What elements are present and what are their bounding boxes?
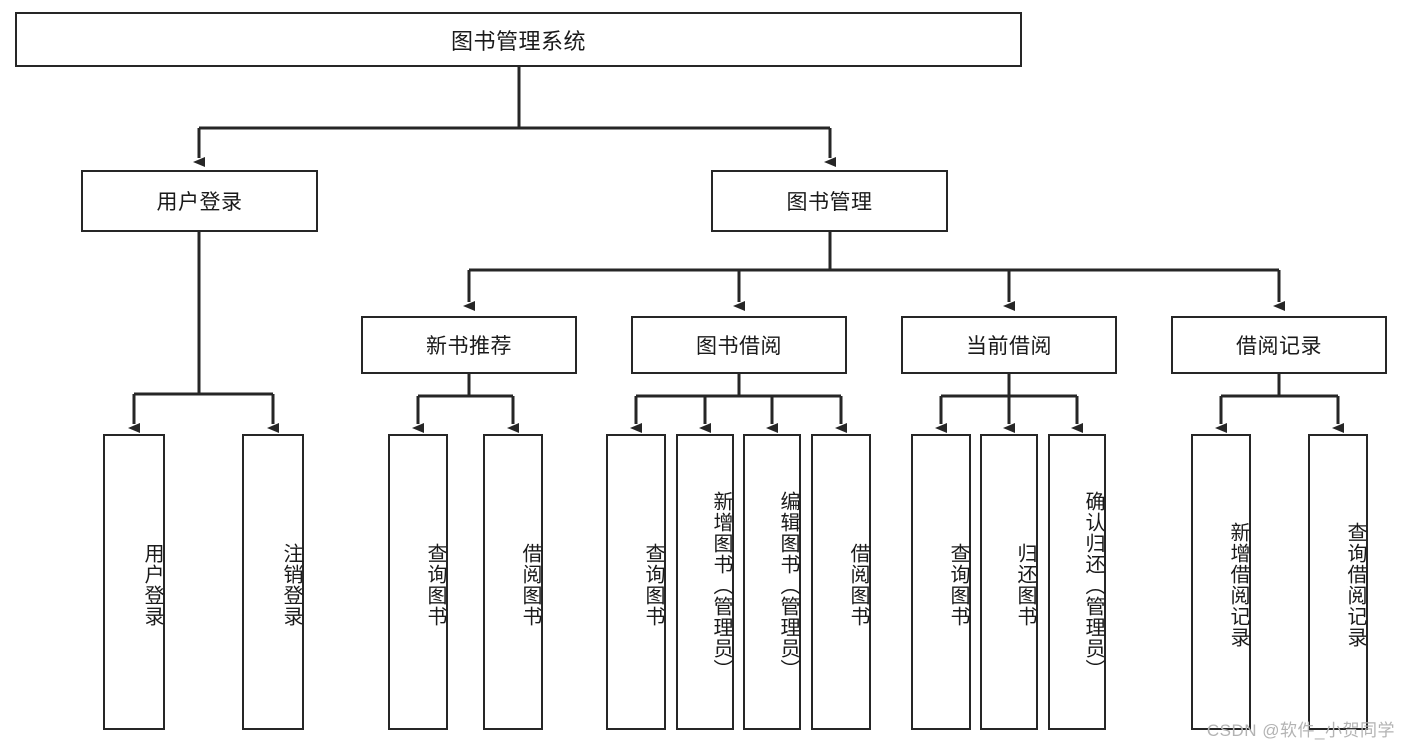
leaf-return-book[interactable]: 归还图书 [980,434,1038,730]
node-label: 图书管理系统 [450,28,586,54]
node-label: 编辑图书（管理员） [777,490,799,680]
node-label: 用户登录 [156,191,243,214]
node-label: 新增图书（管理员） [710,490,732,680]
node-book-borrow[interactable]: 图书借阅 [631,316,847,374]
leaf-borrow-book-recommend[interactable]: 借阅图书 [483,434,543,730]
node-borrow-records[interactable]: 借阅记录 [1171,316,1387,374]
node-label: 确认归还（管理员） [1082,490,1104,680]
node-user-login[interactable]: 用户登录 [81,170,318,232]
leaf-query-book-recommend[interactable]: 查询图书 [388,434,448,730]
node-label: 借阅图书 [847,543,869,627]
node-label: 用户登录 [141,543,163,627]
node-new-book-recommend[interactable]: 新书推荐 [361,316,577,374]
leaf-logout[interactable]: 注销登录 [242,434,304,730]
leaf-user-login[interactable]: 用户登录 [103,434,165,730]
node-label: 归还图书 [1014,543,1036,627]
node-book-management[interactable]: 图书管理 [711,170,948,232]
leaf-query-borrow-record[interactable]: 查询借阅记录 [1308,434,1368,730]
leaf-add-book-admin[interactable]: 新增图书（管理员） [676,434,734,730]
node-label: 图书管理 [786,191,873,214]
node-label: 查询借阅记录 [1344,522,1366,648]
node-label: 查询图书 [424,543,446,627]
leaf-query-book-current[interactable]: 查询图书 [911,434,971,730]
node-label: 新书推荐 [426,335,512,358]
node-label: 图书借阅 [696,335,782,358]
leaf-add-borrow-record[interactable]: 新增借阅记录 [1191,434,1251,730]
node-label: 借阅记录 [1236,335,1322,358]
node-label: 查询图书 [642,543,664,627]
leaf-confirm-return-admin[interactable]: 确认归还（管理员） [1048,434,1106,730]
csdn-watermark: CSDN @软件_小贺同学 [1206,721,1395,740]
node-label: 当前借阅 [966,335,1052,358]
node-label: 新增借阅记录 [1227,522,1249,648]
node-root-system[interactable]: 图书管理系统 [15,12,1022,67]
node-label: 注销登录 [280,543,302,627]
leaf-query-book-borrow[interactable]: 查询图书 [606,434,666,730]
node-label: 查询图书 [947,543,969,627]
leaf-edit-book-admin[interactable]: 编辑图书（管理员） [743,434,801,730]
node-label: 借阅图书 [519,543,541,627]
node-current-borrow[interactable]: 当前借阅 [901,316,1117,374]
leaf-borrow-book[interactable]: 借阅图书 [811,434,871,730]
